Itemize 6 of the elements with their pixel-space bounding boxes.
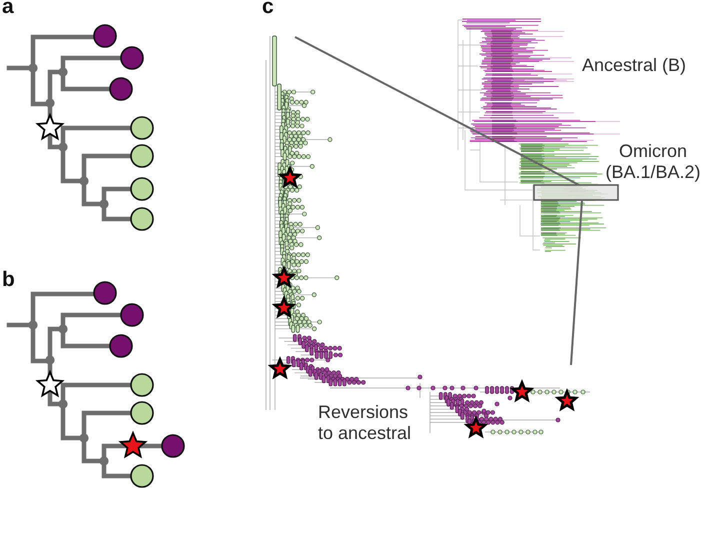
annotation-text: Reversions to ancestral [318,402,412,444]
clade-label: Ancestral (B) [582,55,686,76]
panel-label: b [2,270,15,290]
panel-label: a [2,0,14,17]
panel-label: c [262,0,274,17]
clade-label: Omicron (BA.1/BA.2) [604,141,702,183]
